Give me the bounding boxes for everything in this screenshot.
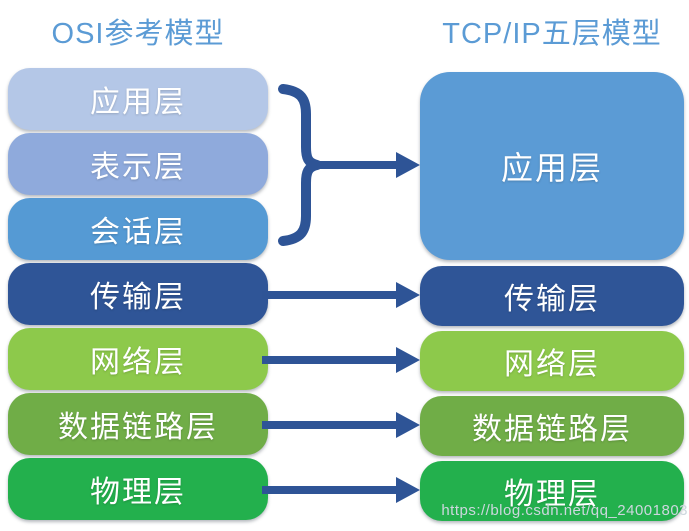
osi-column: 应用层 表示层 会话层 传输层 网络层 数据链路层 物理层	[8, 68, 268, 520]
tcpip-layer-application: 应用层	[420, 72, 684, 260]
osi-layer-session: 会话层	[8, 198, 268, 260]
osi-layer-network: 网络层	[8, 328, 268, 390]
osi-column-title: OSI参考模型	[51, 18, 225, 50]
arrow-application-head-icon	[396, 152, 420, 178]
osi-layer-presentation: 表示层	[8, 133, 268, 195]
osi-layer-application: 应用层	[8, 68, 268, 130]
osi-layer-physical: 物理层	[8, 458, 268, 520]
osi-layer-datalink: 数据链路层	[8, 393, 268, 455]
brace-icon	[278, 84, 322, 246]
tcpip-layer-transport: 传输层	[420, 266, 684, 326]
watermark: https://blog.csdn.net/qq_24001803	[441, 502, 688, 519]
tcpip-column-title: TCP/IP五层模型	[442, 18, 662, 50]
tcpip-layer-datalink: 数据链路层	[420, 396, 684, 456]
tcpip-column: 应用层 传输层 网络层 数据链路层 物理层	[420, 72, 684, 521]
tcpip-layer-physical: 物理层	[420, 461, 684, 521]
arrow-network-head-icon	[396, 347, 420, 373]
arrow-transport-head-icon	[396, 282, 420, 308]
tcpip-layer-network: 网络层	[420, 331, 684, 391]
osi-layer-transport: 传输层	[8, 263, 268, 325]
arrow-physical-head-icon	[396, 477, 420, 503]
arrow-datalink-head-icon	[396, 412, 420, 438]
